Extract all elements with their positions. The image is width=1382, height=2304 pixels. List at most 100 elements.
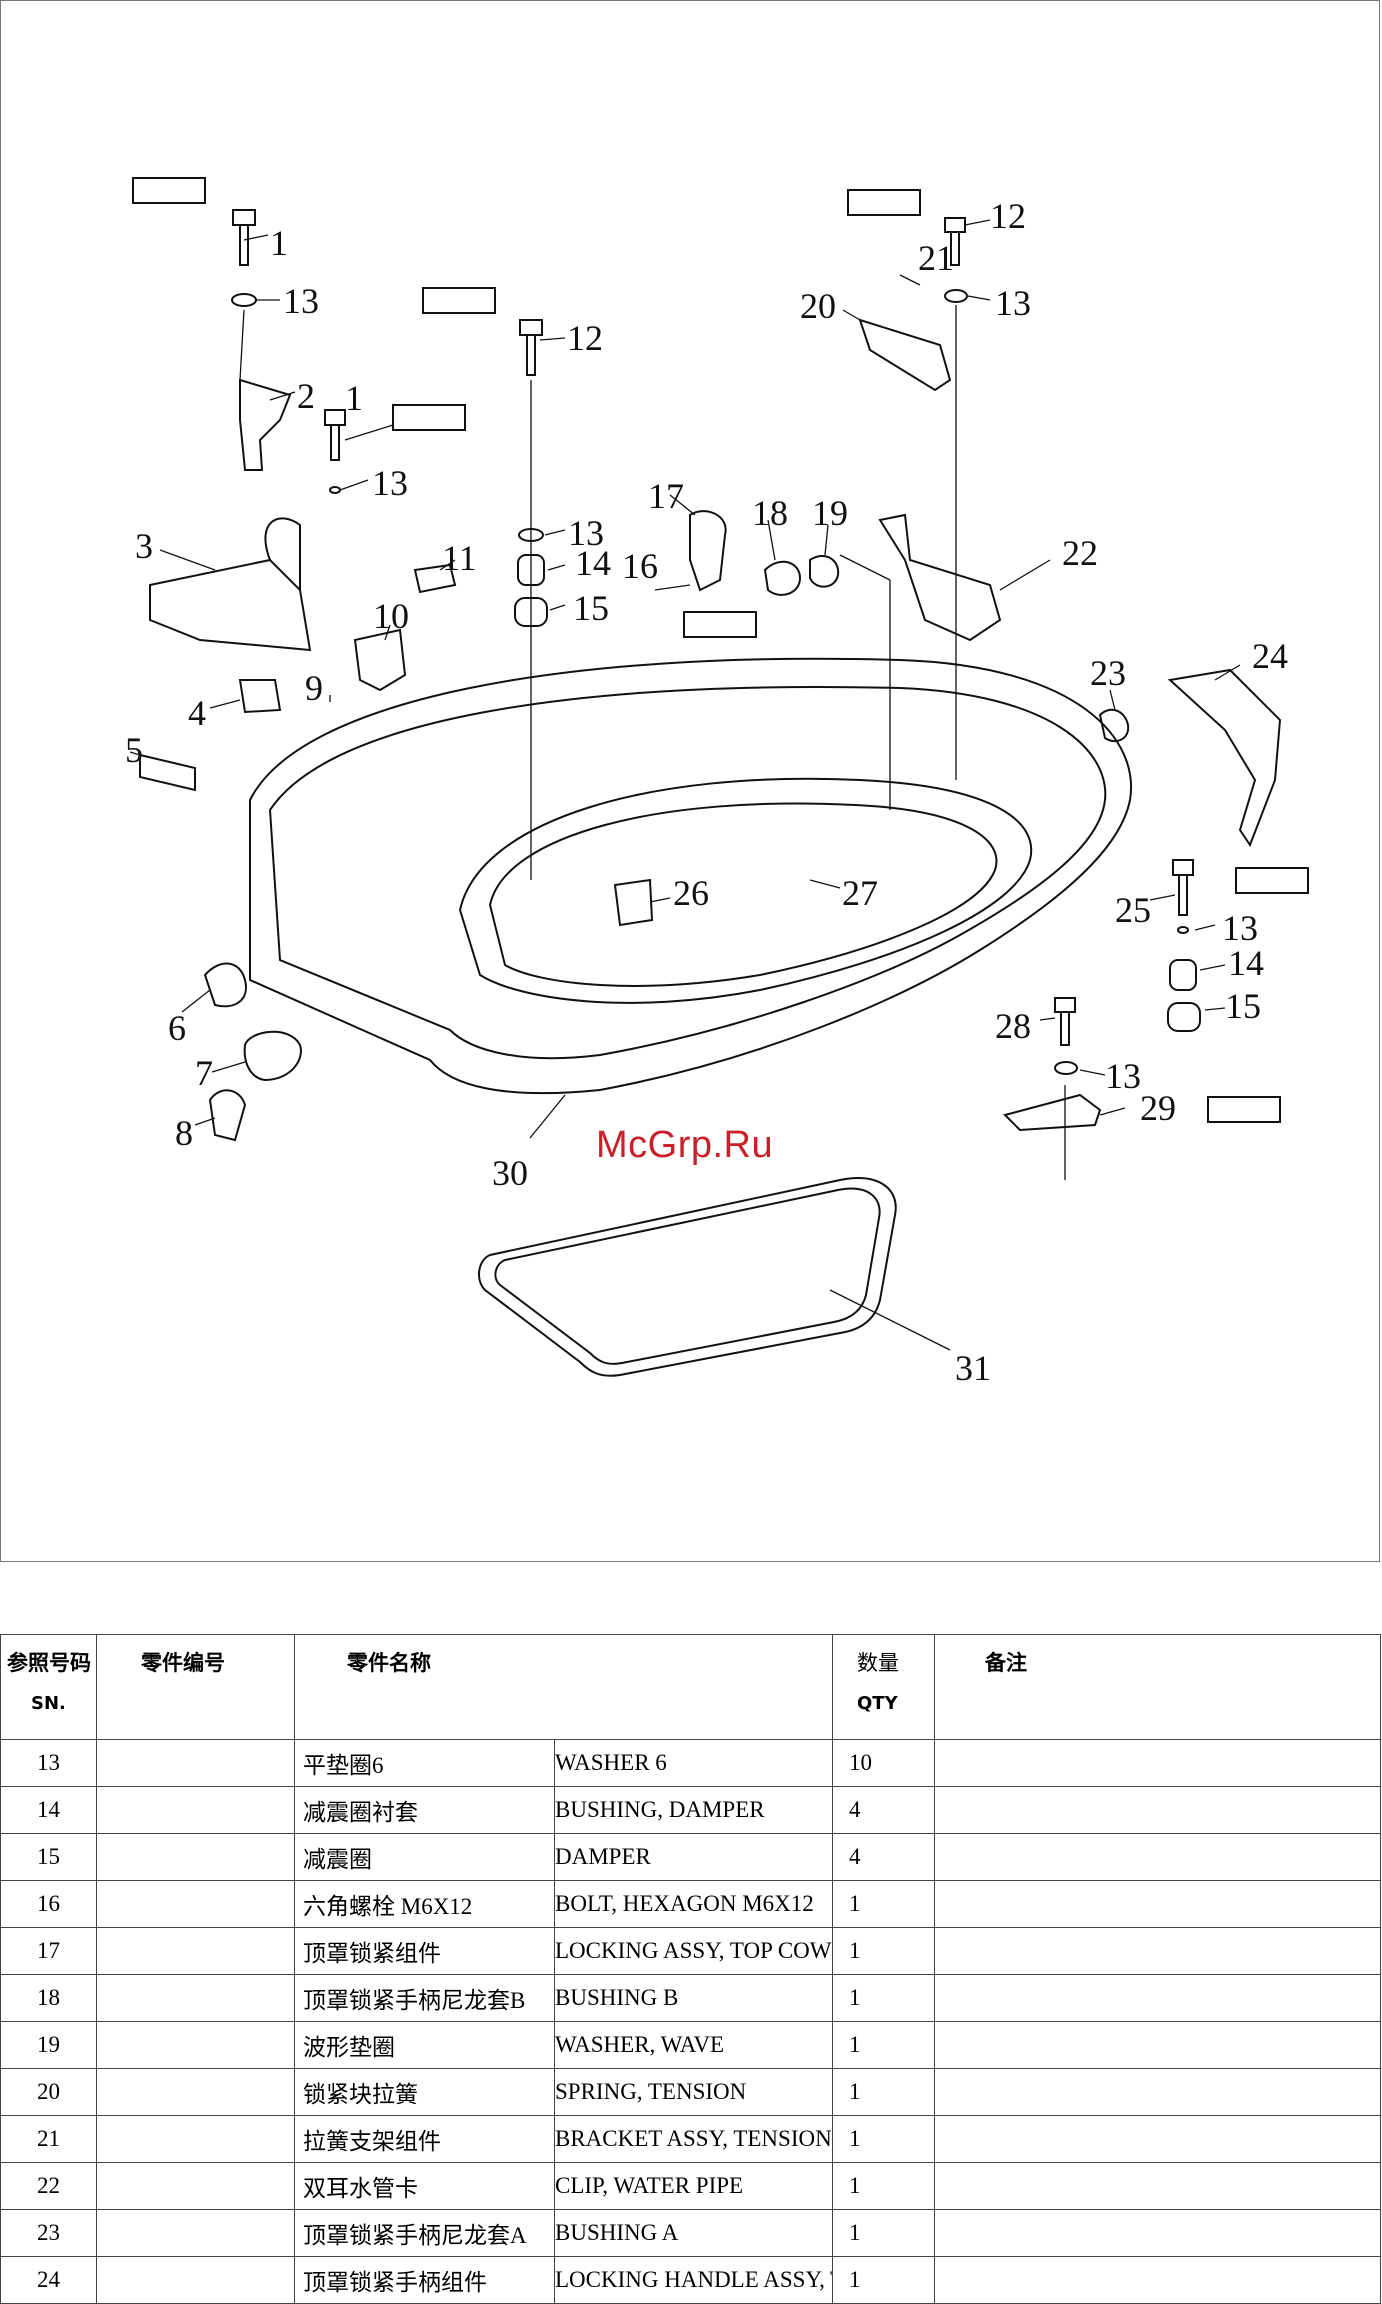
part-5 (139, 753, 196, 792)
cell-remarks (934, 1833, 1381, 1881)
cell-qty: 1 (832, 2256, 935, 2304)
part-7 (243, 1030, 302, 1082)
header-sn-cn: 参照号码 (7, 1651, 91, 1675)
callout-12: 12 (567, 318, 603, 358)
cell-name-en: SPRING, TENSION (554, 2068, 833, 2116)
cell-sn: 21 (0, 2115, 97, 2163)
header-part-name-label: 零件名称 (347, 1651, 431, 1675)
cell-name-en: DAMPER (554, 1833, 833, 1881)
callout-27: 27 (842, 873, 878, 913)
cell-name-en: LOCKING ASSY, TOP COWLING (554, 1927, 833, 1975)
cell-qty: 4 (832, 1833, 935, 1881)
cell-remarks (934, 2209, 1381, 2257)
cell-remarks (934, 2256, 1381, 2304)
cell-name-cn: 拉簧支架组件 (294, 2115, 555, 2163)
cell-sn: 14 (0, 1786, 97, 1834)
washer-13b (944, 289, 968, 303)
diagram-frame (0, 0, 1380, 1562)
bolt-12b (944, 217, 966, 266)
callout-23: 23 (1090, 653, 1126, 693)
cell-name-cn: 顶罩锁紧手柄尼龙套A (294, 2209, 555, 2257)
part-4 (238, 679, 282, 714)
callout-12: 12 (990, 196, 1026, 236)
part-26 (613, 878, 654, 927)
cell-sn: 22 (0, 2162, 97, 2210)
cell-name-cn: 双耳水管卡 (294, 2162, 555, 2210)
callout-7: 7 (195, 1053, 213, 1093)
gasket-inner (494, 1187, 881, 1365)
part-3-curve (264, 517, 301, 590)
callout-13: 13 (1222, 908, 1258, 948)
cell-part-no (96, 2256, 295, 2304)
callout-14: 14 (575, 543, 611, 583)
callout-9: 9 (305, 668, 323, 708)
cell-name-en: LOCKING HANDLE ASSY, TOP COWLING (554, 2256, 833, 2304)
cell-qty: 1 (832, 1880, 935, 1928)
cell-name-en: BUSHING A (554, 2209, 833, 2257)
cell-remarks (934, 1880, 1381, 1928)
cell-qty: 1 (832, 2115, 935, 2163)
cell-part-no (96, 2162, 295, 2210)
gasket-outer (478, 1177, 897, 1377)
watermark-text: McGrp.Ru (596, 1124, 774, 1166)
part-2 (239, 378, 292, 471)
bushing-14b (1169, 959, 1197, 991)
cell-sn: 16 (0, 1880, 97, 1928)
part-24 (1167, 668, 1282, 848)
part-3 (149, 558, 312, 652)
cell-name-cn: 平垫圈6 (294, 1739, 555, 1787)
callout-29: 29 (1140, 1088, 1176, 1128)
cell-name-en: BUSHING B (554, 1974, 833, 2022)
part-10 (353, 628, 407, 692)
part-11 (413, 563, 457, 594)
cell-part-no (96, 1786, 295, 1834)
part-19 (809, 555, 840, 588)
callout-15: 15 (573, 588, 609, 628)
part-17 (689, 510, 727, 592)
callout-13: 13 (372, 463, 408, 503)
label-box-4 (847, 189, 921, 216)
cell-part-no (96, 2115, 295, 2163)
cell-name-en: BUSHING, DAMPER (554, 1786, 833, 1834)
cell-qty: 1 (832, 1974, 935, 2022)
part-29 (1003, 1093, 1102, 1132)
cell-remarks (934, 1786, 1381, 1834)
cell-name-en: BRACKET ASSY, TENSIONAL SPRING (554, 2115, 833, 2163)
callout-13: 13 (568, 513, 604, 553)
header-part-no: 零件编号 (96, 1634, 295, 1740)
inner-opening (458, 777, 1033, 1004)
cell-name-cn: 顶罩锁紧手柄尼龙套B (294, 1974, 555, 2022)
callout-26: 26 (673, 873, 709, 913)
cell-part-no (96, 2021, 295, 2069)
callout-13: 13 (283, 281, 319, 321)
cell-remarks (934, 1927, 1381, 1975)
lower-cowling-outline (249, 657, 1132, 1095)
cell-sn: 13 (0, 1739, 97, 1787)
cell-part-no (96, 1739, 295, 1787)
label-box-6 (1235, 867, 1309, 894)
cell-sn: 24 (0, 2256, 97, 2304)
header-sn: 参照号码 SN. (0, 1634, 97, 1740)
callout-5: 5 (125, 730, 143, 770)
label-box-3 (422, 287, 496, 314)
callout-10: 10 (373, 596, 409, 636)
part-6 (203, 962, 247, 1008)
cell-qty: 1 (832, 2209, 935, 2257)
callout-8: 8 (175, 1113, 193, 1153)
part-18 (763, 560, 802, 596)
washer-13e (1177, 926, 1189, 934)
cell-sn: 15 (0, 1833, 97, 1881)
callout-4: 4 (188, 693, 206, 733)
cell-remarks (934, 1974, 1381, 2022)
cell-part-no (96, 1880, 295, 1928)
callout-20: 20 (800, 286, 836, 326)
part-23 (1098, 708, 1130, 743)
cell-part-no (96, 1927, 295, 1975)
bolt-25 (1172, 859, 1194, 916)
